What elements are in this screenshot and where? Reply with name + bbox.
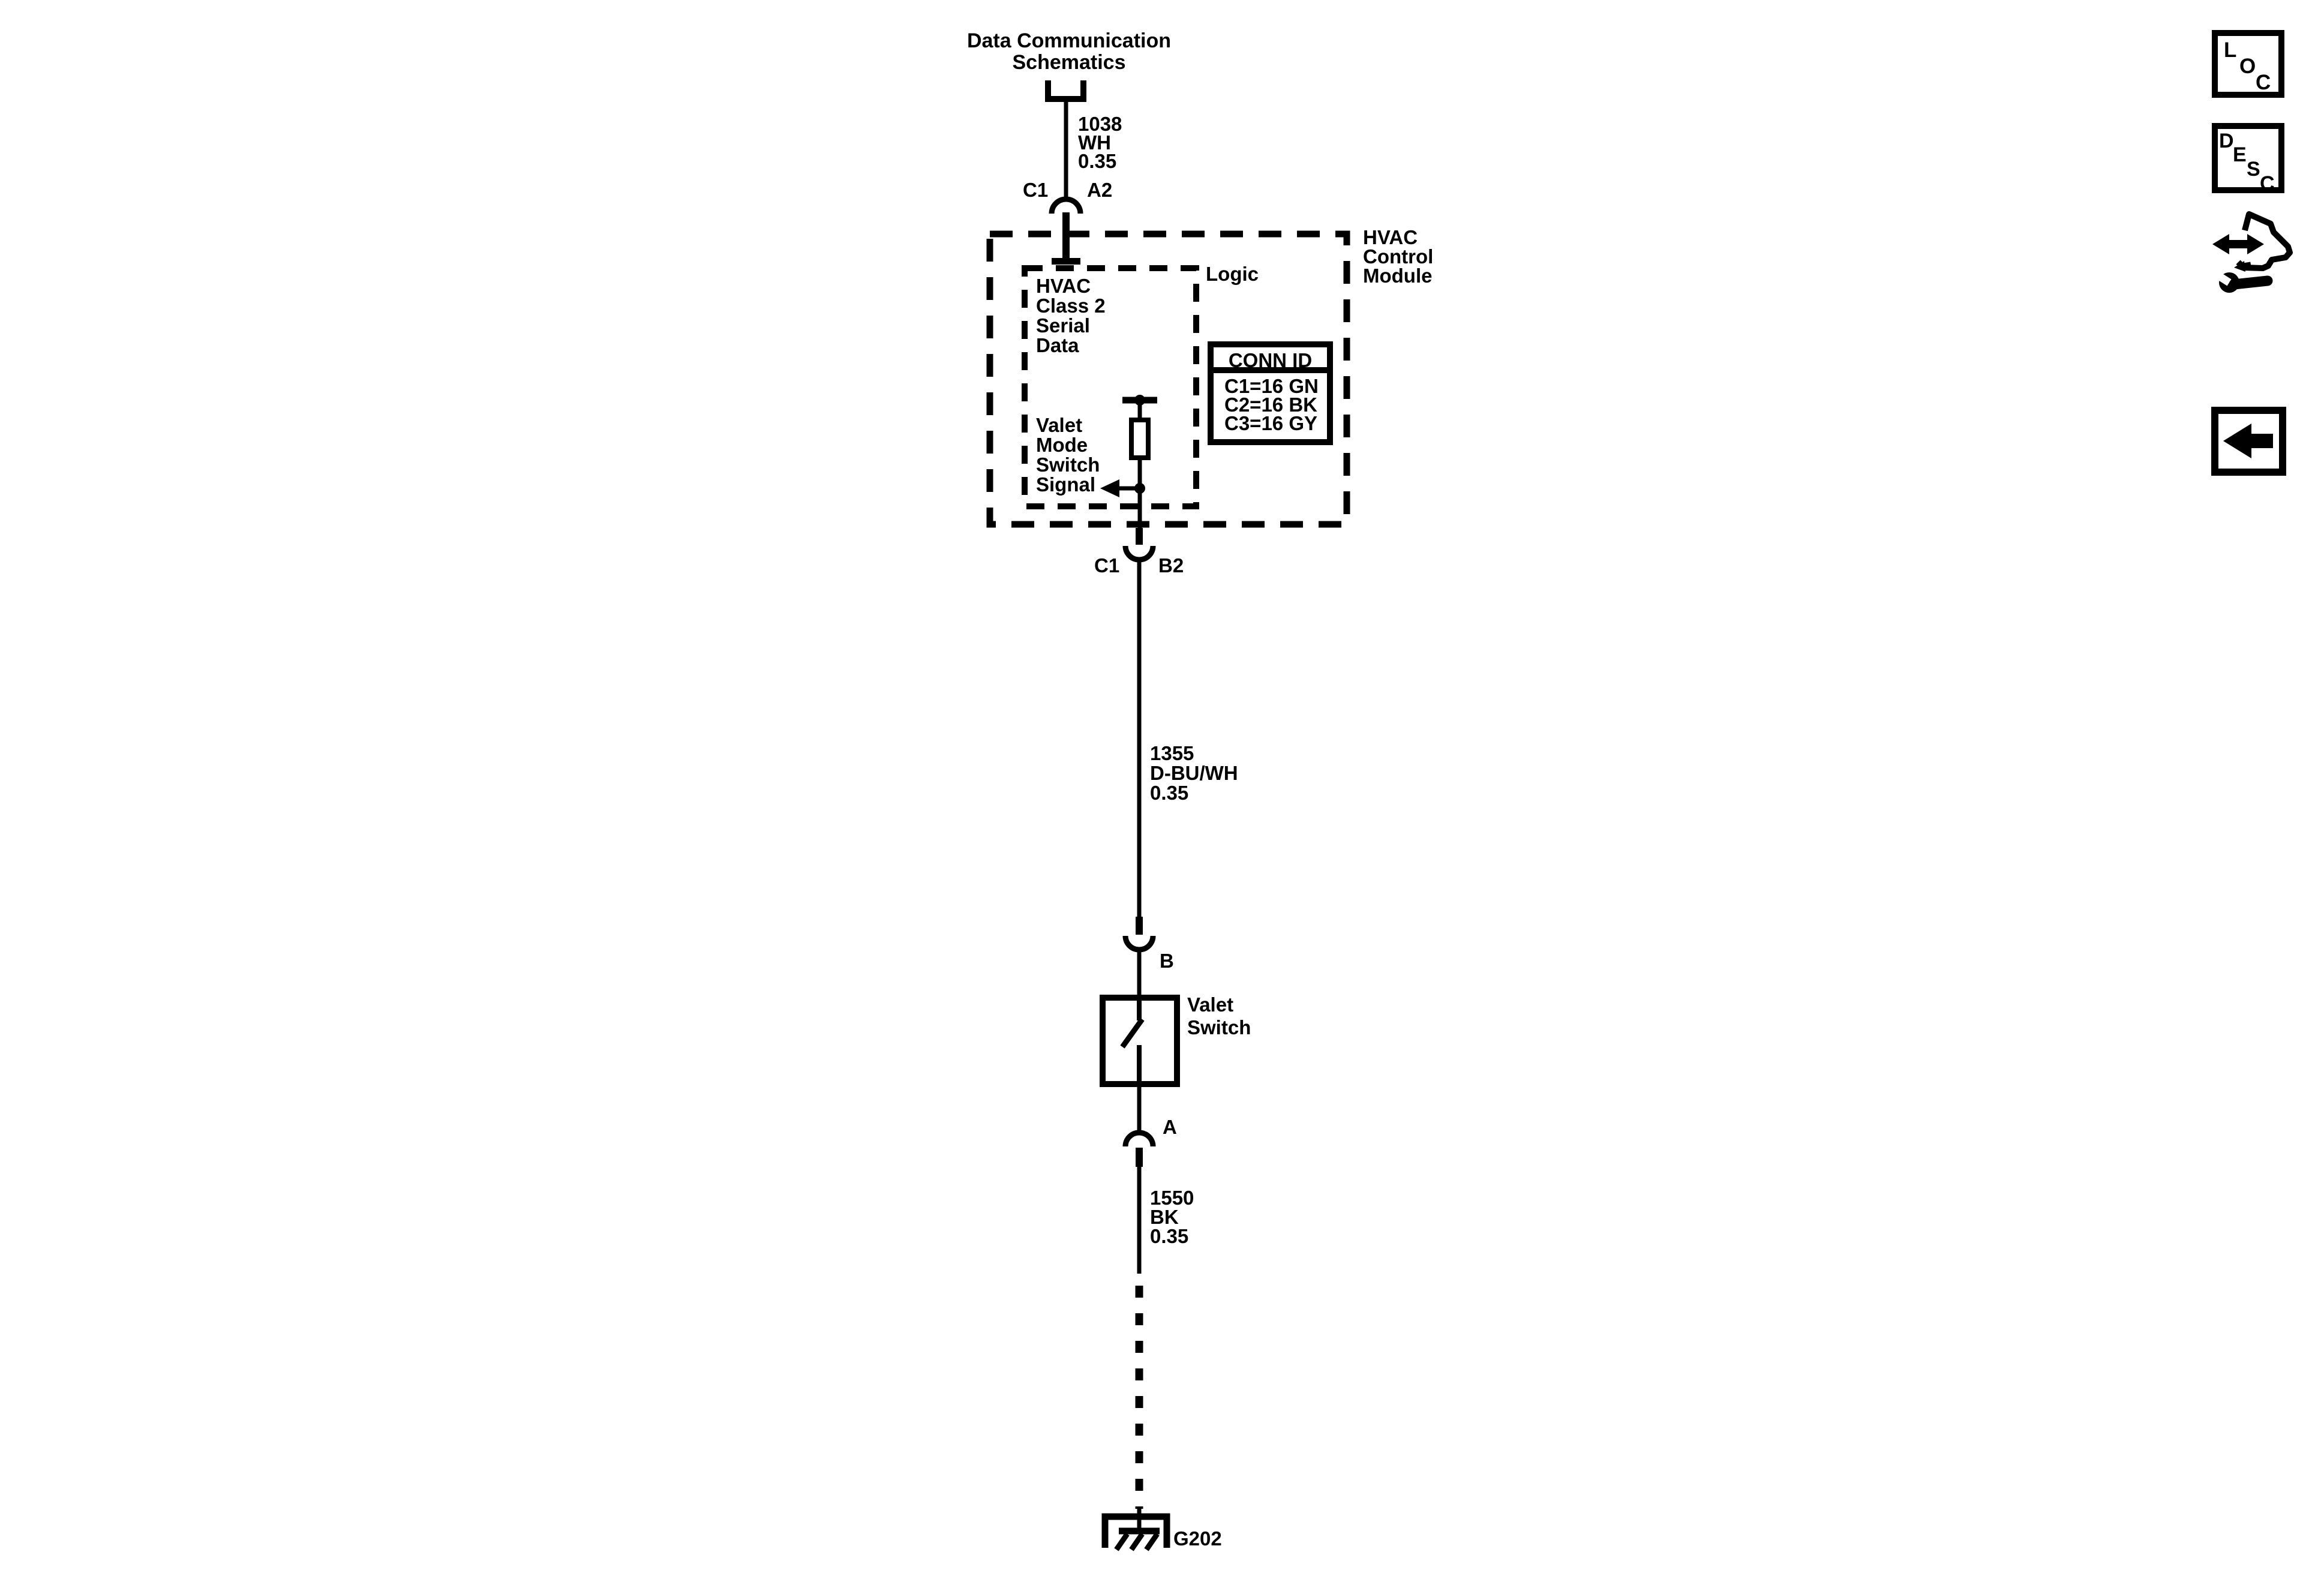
connector-c1-mid-label: C1 [1094,554,1120,577]
conn-id-row: C2=16 BK [1224,394,1317,416]
desc-letter: S [2247,158,2260,181]
back-button[interactable] [2211,407,2286,476]
loc-button[interactable]: L O C [2212,30,2284,98]
wire-1550-label: 1550 BK 0.35 [1150,1187,1194,1247]
connector-a-symbol [1122,1084,1156,1167]
offpage-title: Data Communication Schematics [966,29,1172,74]
valet-switch-label: Valet Switch [1187,993,1251,1038]
hvac-module-box [986,230,1350,528]
connector-b-symbol [1122,917,1156,953]
ground-symbol [1101,1509,1170,1551]
desc-button[interactable]: D E S C [2212,123,2284,195]
vehicle-wrench-icon[interactable] [2212,211,2293,293]
connector-c1-top-label: C1 [1023,179,1049,201]
valet-mode-switch-signal-label: Valet Mode Switch Signal [1036,414,1100,496]
class2-serial-data-label: HVAC Class 2 Serial Data [1036,275,1106,356]
desc-letter: C [2260,172,2275,195]
valet-switch-symbol [1100,995,1180,1087]
loc-letter: L [2224,38,2237,62]
pullup-resistor-symbol [1122,395,1157,528]
back-arrow-icon [2223,424,2273,458]
logic-label: Logic [1206,263,1259,285]
desc-letter: D [2219,130,2234,152]
wire-1355-label: 1355 D-BU/WH 0.35 [1150,742,1238,804]
signal-arrow [1100,479,1145,497]
conn-id-row: C1=16 GN [1224,375,1319,397]
offpage-connector-symbol [1045,80,1086,102]
conn-id-row: C3=16 GY [1224,412,1318,434]
desc-letter: E [2233,143,2247,166]
connector-c1-b2-symbol [1122,528,1156,563]
loc-letter: O [2239,55,2256,78]
wire-1038-label: 1038 WH 0.35 [1078,113,1122,172]
pin-b2-label: B2 [1158,554,1184,577]
pin-a-label: A [1163,1116,1177,1138]
logic-box [1022,265,1199,509]
conn-id-header: CONN ID [1214,347,1327,373]
conn-id-table: CONN ID C1=16 GN C2=16 BK C3=16 GY [1208,341,1333,445]
vehicle-wrench-button[interactable] [2208,210,2295,299]
connector-c1-a2-symbol [1049,196,1083,265]
module-name-label: HVAC Control Module [1363,226,1434,287]
ground-g202-label: G202 [1173,1527,1222,1550]
pin-a2-label: A2 [1087,179,1113,201]
loc-letter: C [2256,71,2271,94]
pin-b-label: B [1160,950,1174,972]
